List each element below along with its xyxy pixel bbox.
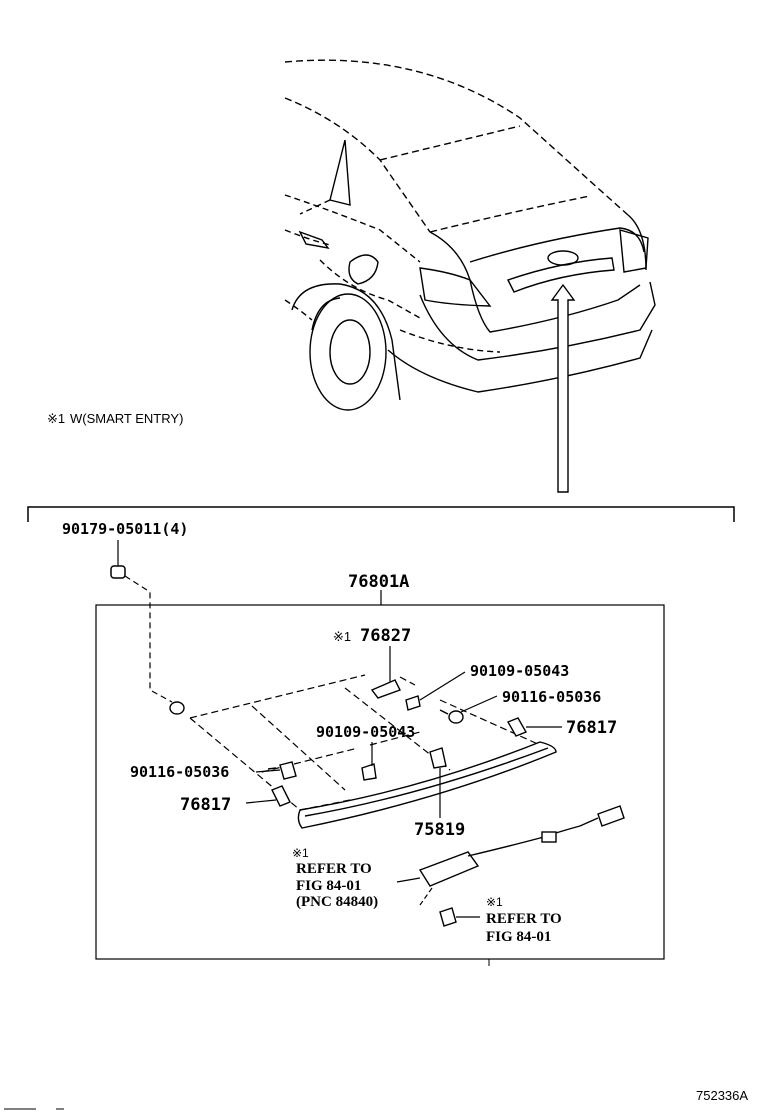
clip-76817-right[interactable] bbox=[506, 717, 562, 737]
screw-90109-upper[interactable] bbox=[405, 671, 466, 711]
switch-clip[interactable] bbox=[439, 907, 480, 927]
screw-90109-lower[interactable] bbox=[361, 742, 377, 781]
refer1-line3: (PNC 84840) bbox=[296, 894, 378, 910]
refer1-mark: ※1 bbox=[292, 846, 309, 860]
clip-76817-left[interactable] bbox=[245, 785, 291, 807]
label-90116-05036-upper: 90116-05036 bbox=[502, 688, 601, 706]
smart-entry-note-mark: ※1 bbox=[47, 411, 65, 426]
label-76817-left: 76817 bbox=[180, 795, 231, 815]
garnish-panel bbox=[189, 674, 541, 811]
clip-75819[interactable] bbox=[429, 747, 447, 818]
label-76801a: 76801A bbox=[348, 572, 409, 592]
label-90109-05043-upper: 90109-05043 bbox=[470, 662, 569, 680]
garnish-molding bbox=[297, 741, 557, 829]
refer2-line2: FIG 84-01 bbox=[486, 929, 551, 945]
location-arrow bbox=[550, 283, 576, 493]
refer1-line1: REFER TO bbox=[296, 861, 372, 877]
label-90116-05036-lower: 90116-05036 bbox=[130, 763, 229, 781]
figure-id: 752336A bbox=[696, 1088, 748, 1103]
bracket-76827[interactable] bbox=[370, 646, 401, 699]
screw-90116-upper[interactable] bbox=[439, 695, 498, 724]
label-76827: 76827 bbox=[360, 626, 411, 646]
assembly-box bbox=[95, 604, 665, 960]
refer1-line2: FIG 84-01 bbox=[296, 878, 361, 894]
label-90109-05043-lower: 90109-05043 bbox=[316, 723, 415, 741]
switch-harness[interactable] bbox=[396, 805, 625, 906]
label-76827-mark: ※1 bbox=[333, 629, 351, 644]
label-76817-right: 76817 bbox=[566, 718, 617, 738]
refer2-mark: ※1 bbox=[486, 895, 503, 909]
section-bracket bbox=[27, 506, 735, 522]
bolt-90179[interactable] bbox=[110, 540, 185, 715]
screw-90116-lower[interactable] bbox=[255, 761, 297, 780]
refer2-line1: REFER TO bbox=[486, 911, 562, 927]
car-rear-illustration bbox=[284, 59, 656, 411]
smart-entry-note: W(SMART ENTRY) bbox=[70, 411, 183, 426]
label-90179-05011: 90179-05011(4) bbox=[62, 520, 188, 538]
label-75819: 75819 bbox=[414, 820, 465, 840]
